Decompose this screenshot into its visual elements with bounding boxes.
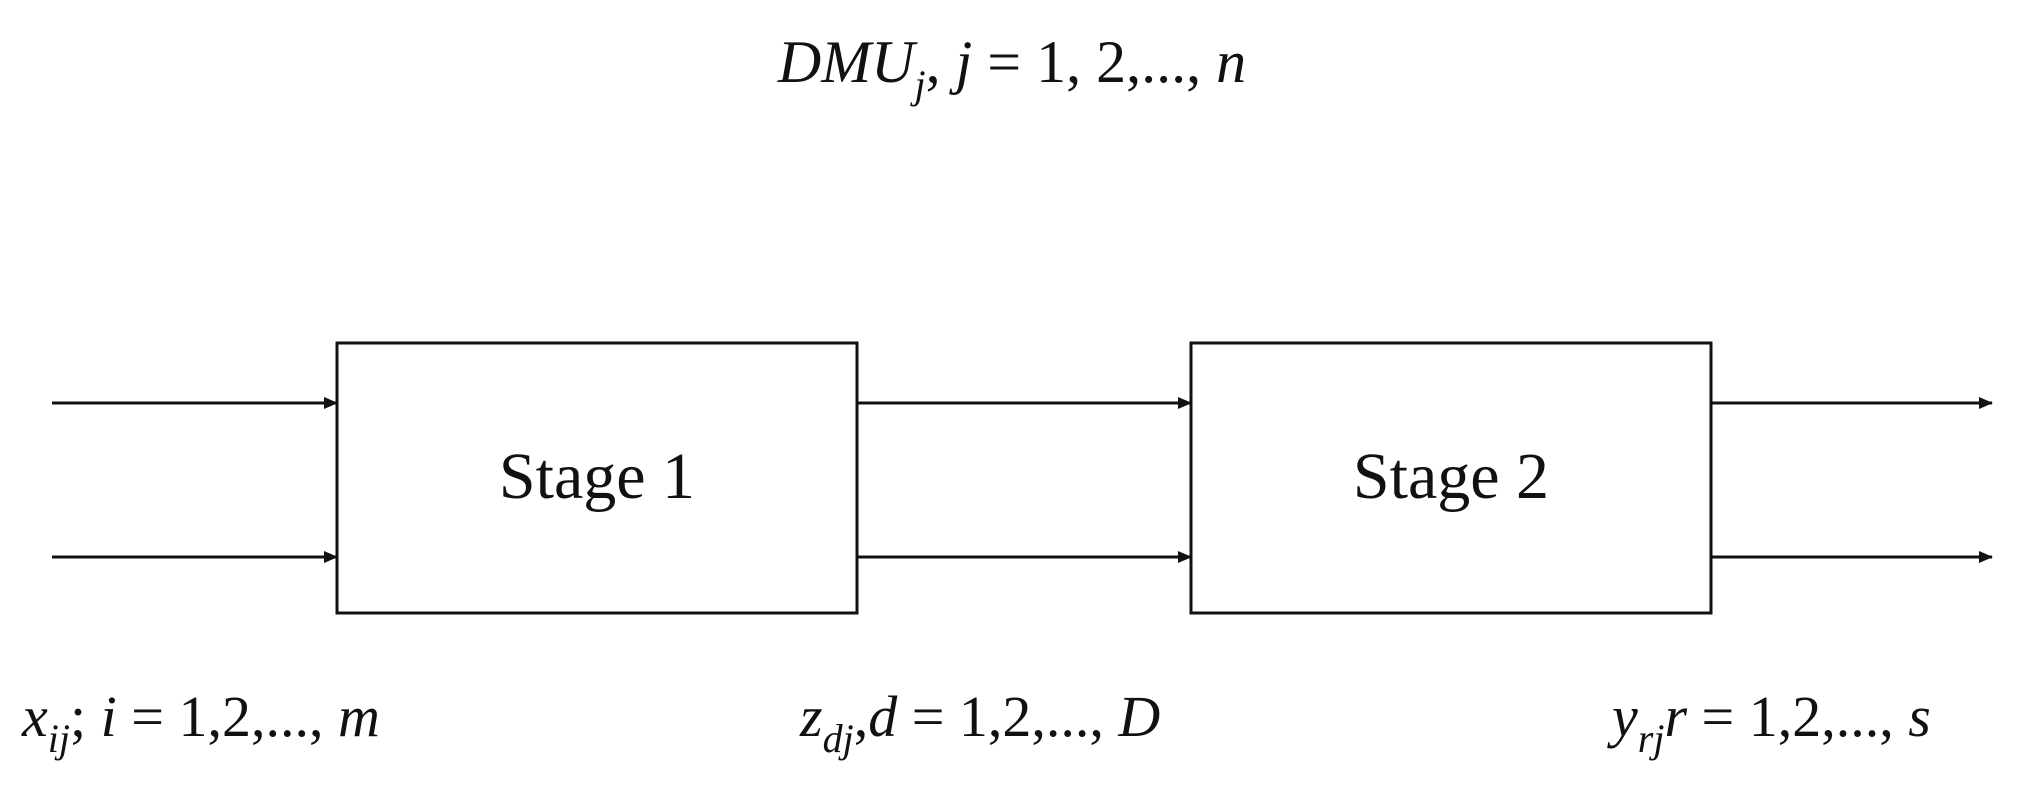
- outputs-label: yrjr = 1,2,..., s: [1607, 684, 1931, 761]
- outputs-subscript: rj: [1638, 716, 1665, 761]
- intermediate-subscript: dj: [823, 716, 854, 761]
- intermediate-var: z: [799, 684, 823, 749]
- title-subscript: j: [910, 62, 926, 107]
- title-equation: = 1, 2,...,: [972, 29, 1216, 95]
- inputs-end: m: [338, 684, 380, 749]
- stage-2-label: Stage 2: [1353, 440, 1549, 513]
- inputs-equation: = 1,2,...,: [117, 684, 338, 749]
- outputs-equation: = 1,2,...,: [1687, 684, 1908, 749]
- diagram-title: DMUj, j = 1, 2,..., n: [777, 29, 1246, 107]
- inputs-index: i: [101, 684, 117, 749]
- intermediate-index: d: [868, 684, 898, 749]
- inputs-var: x: [21, 684, 48, 749]
- intermediate-label: zdj,d = 1,2,..., D: [799, 684, 1160, 761]
- stage-1-box: [335, 341, 859, 615]
- inputs-label: xij; i = 1,2,..., m: [21, 684, 380, 761]
- outputs-var: y: [1607, 684, 1638, 749]
- inputs-separator: ;: [70, 684, 101, 749]
- inputs-subscript: ij: [48, 716, 70, 761]
- title-main: DMU: [777, 29, 918, 95]
- title-comma: ,: [926, 29, 956, 95]
- intermediate-equation: = 1,2,...,: [897, 684, 1118, 749]
- stage-1-label: Stage 1: [499, 440, 695, 513]
- outputs-end: s: [1908, 684, 1931, 749]
- intermediate-separator: ,: [854, 684, 869, 749]
- outputs-index: r: [1664, 684, 1687, 749]
- intermediate-end: D: [1117, 684, 1160, 749]
- stage-2-box: [1189, 341, 1713, 615]
- title-end: n: [1216, 29, 1246, 95]
